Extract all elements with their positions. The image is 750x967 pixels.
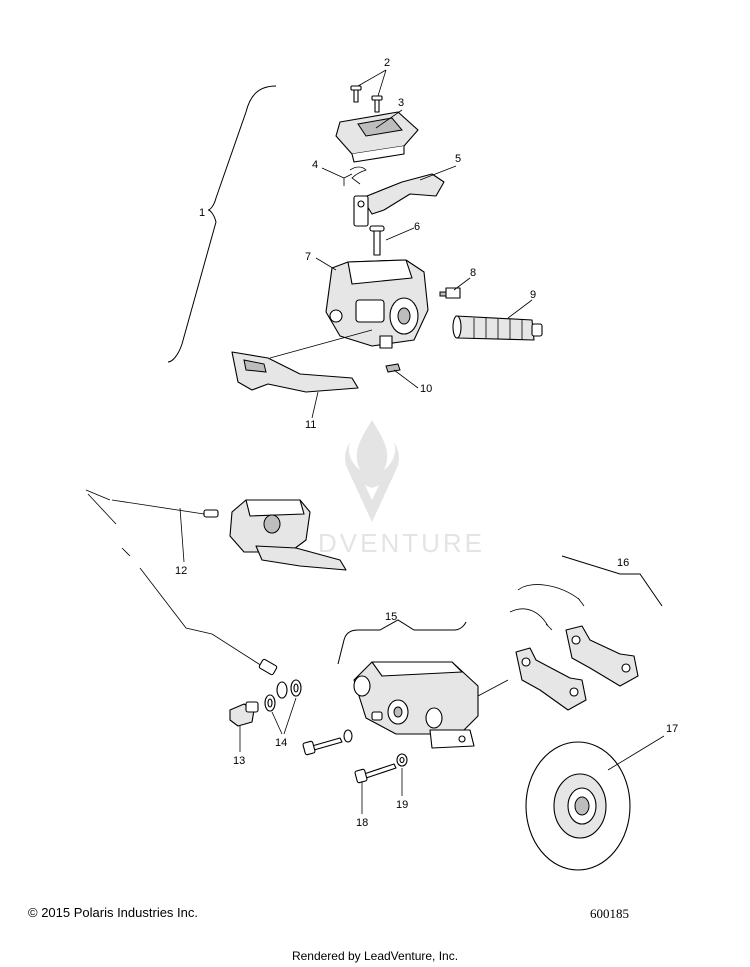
screw-part xyxy=(350,85,383,113)
leadventure-watermark: DVENTURE xyxy=(318,420,485,558)
clip-part xyxy=(385,363,401,373)
washers-part xyxy=(264,679,302,712)
callout-13: 13 xyxy=(233,755,245,767)
callout-18: 18 xyxy=(356,817,368,829)
mount-bolt-part xyxy=(302,729,353,756)
callout-4: 4 xyxy=(312,159,318,171)
callout-10: 10 xyxy=(420,383,432,395)
callout-14: 14 xyxy=(275,737,287,749)
hose-fitting-part xyxy=(203,509,219,518)
callout-2: 2 xyxy=(384,57,390,69)
watermark-text: DVENTURE xyxy=(318,528,485,558)
callout-9: 9 xyxy=(530,289,536,301)
caliper-bracket xyxy=(337,619,467,665)
callout-19: 19 xyxy=(396,799,408,811)
callout-17: 17 xyxy=(666,723,678,735)
callout-8: 8 xyxy=(470,267,476,279)
brake-disc-part xyxy=(525,741,631,871)
callout-11: 11 xyxy=(305,419,316,431)
hose-routing-line xyxy=(85,489,213,635)
drawing-number: 600185 xyxy=(590,906,629,921)
master-cylinder-part xyxy=(325,259,429,349)
brake-lever-part xyxy=(231,351,359,393)
rendered-by-text: Rendered by LeadVenture, Inc. xyxy=(291,949,459,963)
callout-12: 12 xyxy=(175,565,187,577)
banjo-bolt-part xyxy=(229,701,259,727)
copyright-text: © 2015 Polaris Industries Inc. xyxy=(28,905,198,920)
callout-3: 3 xyxy=(398,97,404,109)
master-cylinder-assembly-part xyxy=(229,499,347,571)
callout-5: 5 xyxy=(455,153,461,165)
caliper-part xyxy=(353,661,479,749)
pivot-pin-part xyxy=(369,225,385,256)
brake-switch-part xyxy=(439,287,461,299)
assembly-1-bracket xyxy=(167,85,277,363)
callout-1: 1 xyxy=(199,207,205,219)
hose-part xyxy=(111,499,205,515)
callout-7: 7 xyxy=(305,251,311,263)
sleeve-part xyxy=(452,315,543,341)
pad-springs-part xyxy=(509,584,585,631)
callout-16: 16 xyxy=(617,557,629,569)
reservoir-cover-part xyxy=(335,111,419,163)
parking-lever-part xyxy=(353,173,445,227)
caliper-bolt-part xyxy=(354,763,397,784)
v-logo-icon xyxy=(348,470,396,522)
lower-hose-part xyxy=(211,633,263,667)
pads-bracket xyxy=(561,555,663,607)
callout-15: 15 xyxy=(385,611,397,623)
callout-6: 6 xyxy=(414,221,420,233)
brake-pads-part xyxy=(515,625,639,711)
spring-part xyxy=(343,166,367,186)
flame-logo-icon xyxy=(345,420,399,488)
